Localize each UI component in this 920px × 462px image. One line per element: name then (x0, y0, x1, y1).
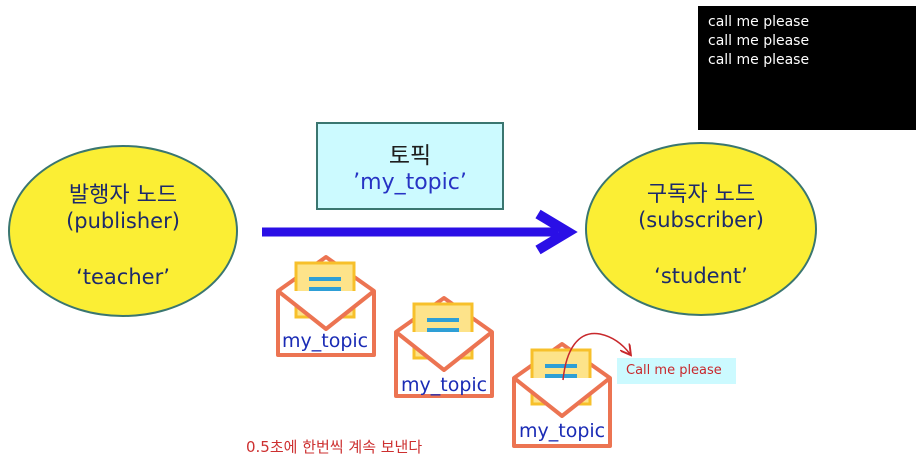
envelope-label: my_topic (282, 330, 369, 352)
publisher-role: (publisher) (66, 209, 180, 233)
envelope-label: my_topic (519, 420, 606, 442)
terminal-line: call me please (708, 14, 810, 30)
callout-message: Call me please (617, 358, 736, 384)
callout-arrow (562, 332, 630, 381)
publisher-name: ‘teacher’ (76, 265, 170, 289)
message-envelope-icon (276, 255, 376, 357)
subscriber-name: ‘student’ (654, 264, 748, 288)
topic-name: ’my_topic’ (353, 170, 467, 195)
message-envelope-icon (512, 342, 612, 448)
publish-rate-note: 0.5초에 한번씩 계속 보낸다 (246, 438, 423, 456)
message-envelope-icon (394, 296, 494, 398)
terminal-line: call me please (708, 52, 810, 68)
terminal-output: call me please call me please call me pl… (698, 6, 916, 130)
publisher-title: 발행자 노드 (68, 183, 178, 208)
terminal-line: call me please (708, 33, 810, 49)
topic-title: 토픽 (388, 143, 432, 169)
envelope-label: my_topic (401, 374, 488, 396)
subscriber-title: 구독자 노드 (646, 182, 756, 207)
publisher-node: 발행자 노드 (publisher) ‘teacher’ (8, 145, 238, 317)
publish-arrow (262, 209, 578, 255)
topic-box: 토픽 ’my_topic’ (316, 122, 504, 210)
subscriber-node: 구독자 노드 (subscriber) ‘student’ (585, 142, 817, 316)
subscriber-role: (subscriber) (638, 208, 764, 232)
